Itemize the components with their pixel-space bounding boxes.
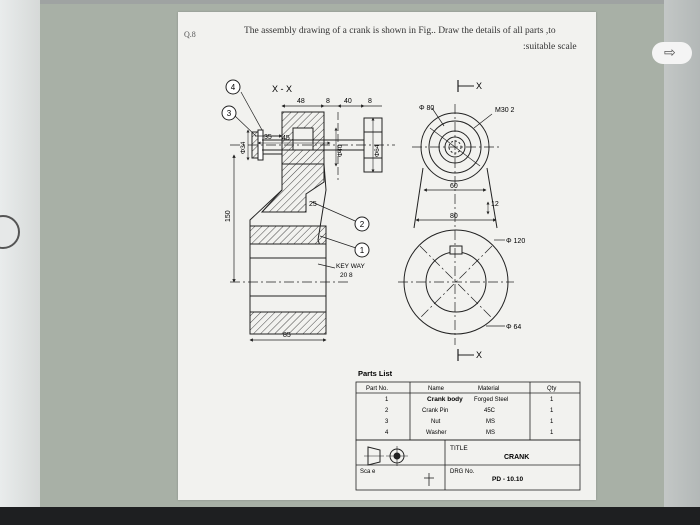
title-label: TITLE [450, 445, 468, 452]
elevation-view [398, 80, 514, 361]
table-row: 4 Washer MS 1 [385, 430, 554, 436]
svg-text:3: 3 [227, 109, 232, 118]
dim-phi64: Φ 64 [506, 324, 521, 331]
view-label-top: X [476, 81, 482, 91]
dim-phi-left: Φ34 [240, 141, 247, 154]
svg-text:MS: MS [486, 430, 495, 436]
dim-40: 40 [344, 98, 352, 105]
dim-phi40: Φ40 [337, 144, 344, 157]
question-text-line1: The assembly drawing of a crank is shown… [244, 26, 556, 36]
svg-text:Crank Pin: Crank Pin [422, 408, 448, 414]
col-header-part-no: Part No. [366, 386, 388, 392]
drg-label: DRG No. [450, 469, 475, 475]
col-header-material: Material [478, 386, 499, 392]
dim-phi80: Φ 80 [419, 105, 434, 112]
sectional-view [230, 91, 395, 342]
question-text-line2: :suitable scale [523, 42, 577, 52]
dim-85: 85 [283, 332, 291, 339]
question-number: Q.8 [184, 30, 196, 39]
table-row: 1 Crank body Forged Steel 1 [385, 396, 554, 403]
svg-text:Forged Steel: Forged Steel [474, 397, 508, 403]
dim-phi64-vertical: Φ64 [374, 144, 381, 157]
svg-text:1: 1 [550, 397, 554, 403]
dim-60: 60 [450, 183, 458, 190]
svg-text:3: 3 [385, 419, 389, 425]
device-right-bezel [664, 0, 700, 525]
device-bottom-bezel [0, 507, 700, 525]
title-value: CRANK [504, 454, 529, 461]
svg-text:MS: MS [486, 419, 495, 425]
view-label-left: X - X [272, 84, 292, 94]
dim-48: 48 [297, 98, 305, 105]
dim-8b: 8 [368, 98, 372, 105]
scale-label: Sca e [360, 469, 376, 475]
dim-80: 80 [450, 213, 458, 220]
svg-text:1: 1 [550, 408, 554, 414]
svg-text:Washer: Washer [426, 430, 446, 436]
svg-text:45C: 45C [484, 408, 496, 414]
svg-text:2: 2 [360, 220, 365, 229]
svg-text:1: 1 [550, 430, 554, 436]
balloon-3: 3 [221, 105, 237, 121]
table-row: 2 Crank Pin 45C 1 [385, 408, 554, 414]
svg-text:Nut: Nut [431, 419, 441, 425]
parts-list-title: Parts List [358, 369, 393, 378]
svg-text:2: 2 [385, 408, 389, 414]
col-header-name: Name [428, 386, 445, 392]
dim-25: 25 [309, 201, 317, 208]
drg-value: PD - 10.10 [492, 476, 523, 483]
dim-phi120: Φ 120 [506, 238, 525, 245]
title-block [355, 439, 581, 491]
svg-text:4: 4 [231, 83, 236, 92]
view-label-bottom: X [476, 350, 482, 360]
dim-8a: 8 [326, 98, 330, 105]
dim-45: 45 [282, 135, 290, 142]
svg-text:1: 1 [360, 246, 365, 255]
dim-12: 12 [491, 201, 499, 208]
svg-text:1: 1 [550, 419, 554, 425]
balloon-1: 1 [354, 242, 370, 258]
keyway-label: KEY WAY [336, 263, 365, 270]
device-top-edge [0, 0, 700, 4]
parts-list-table [355, 381, 581, 441]
balloon-4: 4 [225, 79, 241, 95]
svg-text:4: 4 [385, 430, 389, 436]
dim-150: 150 [225, 210, 232, 222]
projection-symbol-icon [364, 446, 408, 466]
svg-text:1: 1 [385, 397, 389, 403]
dim-m30: M30 2 [495, 107, 515, 114]
balloon-2: 2 [354, 216, 370, 232]
crosshair-icon [424, 473, 434, 486]
keyway-dims: 20 8 [340, 272, 353, 279]
dim-35: 35 [264, 134, 272, 141]
arrow-right-icon: ⇨ [664, 44, 676, 60]
col-header-qty: Qty [547, 386, 556, 392]
drawing-sheet [178, 12, 596, 500]
device-left-bezel [0, 0, 40, 525]
table-row: 3 Nut MS 1 [385, 419, 554, 425]
side-pill-button[interactable]: ⇨ [652, 42, 692, 64]
svg-text:Crank body: Crank body [427, 396, 463, 403]
